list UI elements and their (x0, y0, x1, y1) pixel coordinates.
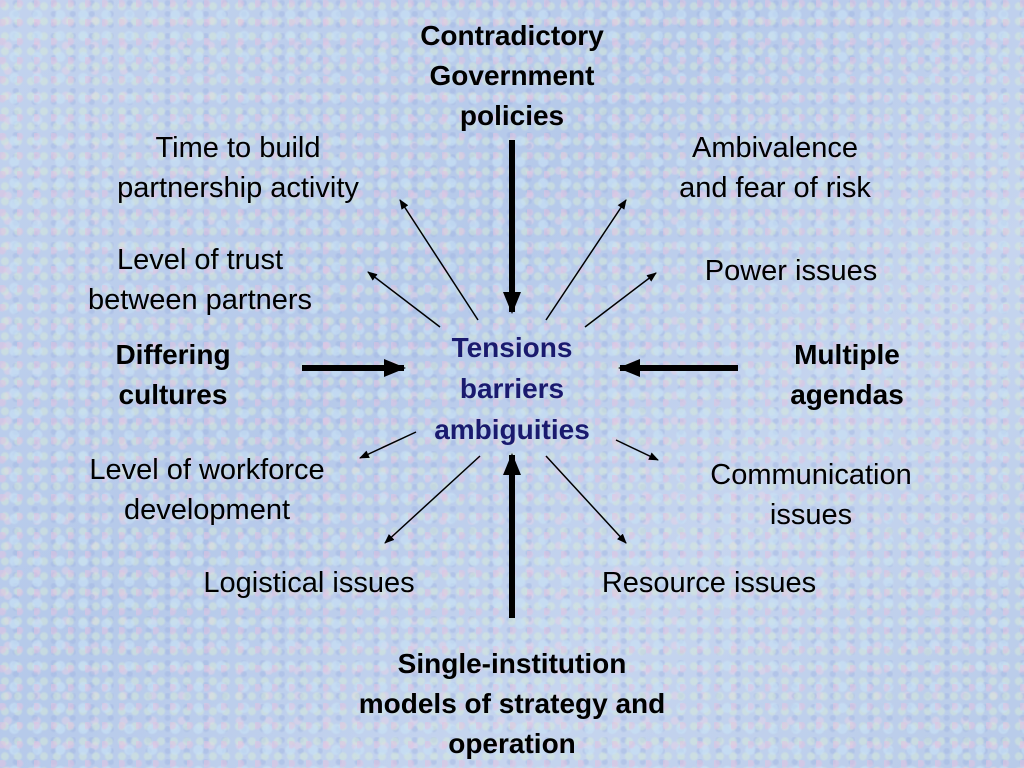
arrow-power (584, 272, 657, 328)
arrow-resource (545, 455, 627, 544)
label-resource-issues: Resource issues (601, 567, 817, 599)
label-level-of-trust: Level of trust between partners (87, 244, 313, 316)
label-differing-cultures: Differing cultures (115, 339, 231, 410)
label-single-institution-models: Single-institution models of strategy an… (358, 648, 666, 759)
arrow-workforce (359, 431, 417, 459)
label-multiple-agendas: Multiple agendas (790, 339, 904, 410)
label-tensions-barriers-ambiguities: Tensions barriers ambiguities (434, 332, 590, 445)
label-communication-issues: Communication issues (710, 459, 912, 531)
label-power-issues: Power issues (704, 255, 878, 287)
label-time-to-build: Time to build partnership activity (117, 132, 359, 204)
label-logistical-issues: Logistical issues (203, 567, 415, 599)
label-level-of-workforce-development: Level of workforce development (89, 454, 325, 526)
arrow-communication (615, 439, 659, 461)
arrow-trust (367, 271, 441, 328)
label-ambivalence: Ambivalence and fear of risk (679, 132, 871, 204)
arrow-ambivalence (545, 199, 627, 321)
arrow-time-to-build (399, 199, 479, 321)
label-contradictory-government-policies: Contradictory Government policies (420, 20, 604, 131)
arrow-logistical (384, 455, 481, 544)
